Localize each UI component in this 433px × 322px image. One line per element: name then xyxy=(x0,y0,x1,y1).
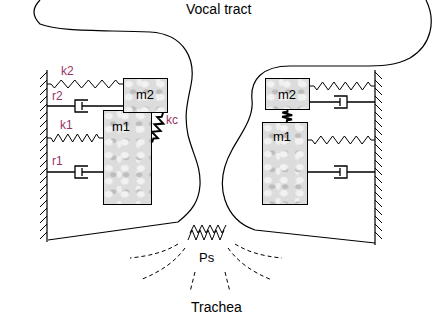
spring-symbol xyxy=(47,134,103,142)
mass-label: m1 xyxy=(112,119,130,134)
mass-block: m2 xyxy=(265,78,310,110)
region-label: Vocal tract xyxy=(186,2,251,17)
airflow-zigzag xyxy=(190,225,226,233)
damper-symbol xyxy=(308,166,375,178)
coupling-spring xyxy=(282,110,292,122)
coupling-spring xyxy=(152,113,164,142)
right-fold-outline xyxy=(222,0,431,243)
damper-label: r1 xyxy=(52,154,63,169)
spring-symbol xyxy=(47,80,123,88)
spring-label: k2 xyxy=(61,64,74,79)
spring-symbol xyxy=(308,136,375,144)
spring-label: kc xyxy=(166,113,178,128)
mass-block: m1 xyxy=(103,110,152,205)
pressure-label: Ps xyxy=(199,250,214,265)
left-fold-outline xyxy=(34,0,200,240)
region-label: Trachea xyxy=(191,300,242,315)
mass-block: m1 xyxy=(262,122,308,205)
damper-symbol xyxy=(310,96,375,108)
mass-label: m1 xyxy=(273,129,291,144)
wall-hatching xyxy=(40,72,382,239)
spring-label: k1 xyxy=(60,118,73,133)
airflow-lines xyxy=(130,244,282,292)
damper-label: r2 xyxy=(52,89,63,104)
mass-label: m2 xyxy=(136,87,154,102)
mass-block: m2 xyxy=(123,78,168,113)
mass-label: m2 xyxy=(278,87,296,102)
airflow-zigzag xyxy=(188,230,224,240)
spring-symbol xyxy=(310,82,375,90)
